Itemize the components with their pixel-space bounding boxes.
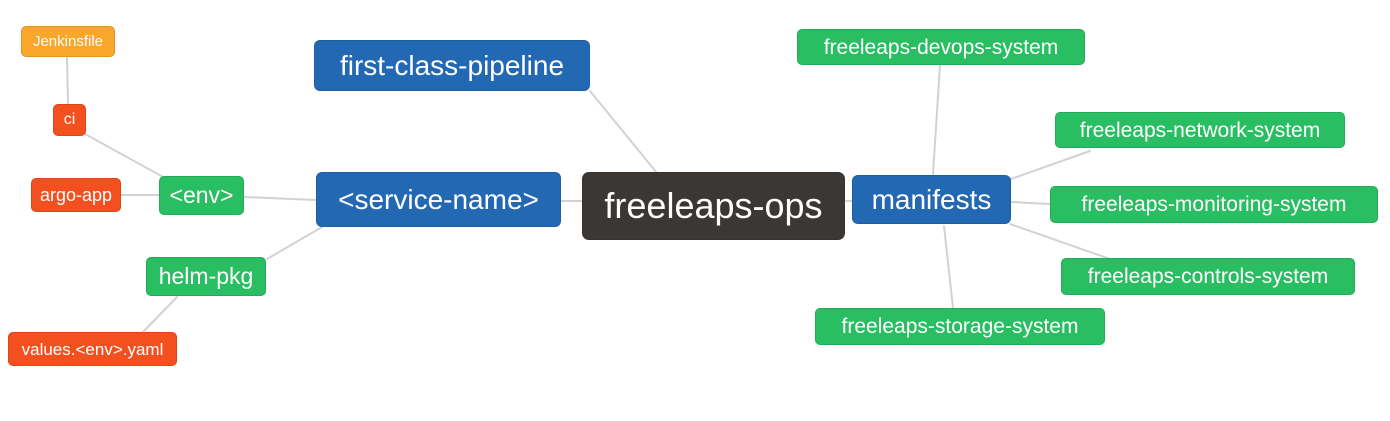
node-service-name[interactable]: <service-name> xyxy=(316,172,561,227)
node-freeleaps-ops[interactable]: freeleaps-ops xyxy=(582,172,845,240)
node-first-class-pipeline[interactable]: first-class-pipeline xyxy=(314,40,590,91)
edge-jenkinsfile-ci xyxy=(66,57,69,105)
node-jenkinsfile[interactable]: Jenkinsfile xyxy=(21,26,115,57)
node-freeleaps-devops-system[interactable]: freeleaps-devops-system xyxy=(797,29,1085,65)
edge-manifests-controls xyxy=(1009,223,1111,260)
edge-env-service-name xyxy=(243,196,317,201)
node-freeleaps-network-system[interactable]: freeleaps-network-system xyxy=(1055,112,1345,148)
edge-manifests-storage xyxy=(943,225,954,309)
node-helm-pkg[interactable]: helm-pkg xyxy=(146,257,266,296)
node-env[interactable]: <env> xyxy=(159,176,244,215)
edge-values-helm-pkg xyxy=(142,296,178,333)
node-freeleaps-monitoring-system[interactable]: freeleaps-monitoring-system xyxy=(1050,186,1378,223)
node-values-env-yaml[interactable]: values.<env>.yaml xyxy=(8,332,177,366)
edge-manifests-monitoring xyxy=(1010,201,1051,205)
edge-pipeline-freeleaps-ops xyxy=(589,90,658,174)
node-freeleaps-controls-system[interactable]: freeleaps-controls-system xyxy=(1061,258,1355,295)
edge-manifests-network xyxy=(1010,150,1091,180)
node-freeleaps-storage-system[interactable]: freeleaps-storage-system xyxy=(815,308,1105,345)
edge-ci-env xyxy=(84,133,166,179)
edge-manifests-devops xyxy=(932,64,941,175)
node-ci[interactable]: ci xyxy=(53,104,86,136)
edge-helm-pkg-service-name xyxy=(266,226,323,260)
node-manifests[interactable]: manifests xyxy=(852,175,1011,224)
node-argo-app[interactable]: argo-app xyxy=(31,178,121,212)
